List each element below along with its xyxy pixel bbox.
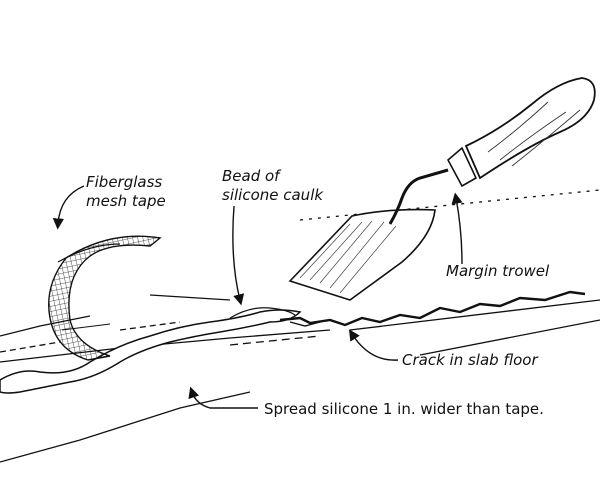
label-fiberglass-line1: Fiberglass [86, 173, 163, 191]
label-bead-line2: silicone caulk [222, 186, 324, 204]
trowel-shank [388, 168, 449, 225]
label-fiberglass-mesh-tape: Fiberglass mesh tape [86, 173, 166, 211]
slab-floor [0, 189, 600, 463]
label-crack-in-slab: Crack in slab floor [402, 351, 538, 369]
label-bead-line1: Bead of [222, 167, 280, 185]
label-spread-instruction: Spread silicone 1 in. wider than tape. [264, 400, 544, 418]
leader-crack [348, 329, 399, 361]
leader-trowel [451, 192, 463, 265]
label-bead-of-silicone: Bead of silicone caulk [222, 167, 323, 205]
leader-fiberglass [52, 185, 85, 230]
trowel-blade [288, 208, 436, 301]
silicone-bead [0, 309, 302, 394]
trowel-handle [446, 77, 596, 188]
label-margin-trowel: Margin trowel [446, 262, 550, 280]
leader-bead [232, 205, 245, 306]
leader-spread [188, 386, 258, 409]
slab-crack [279, 290, 586, 327]
label-fiberglass-line2: mesh tape [86, 192, 166, 210]
mesh-tape [48, 235, 162, 361]
